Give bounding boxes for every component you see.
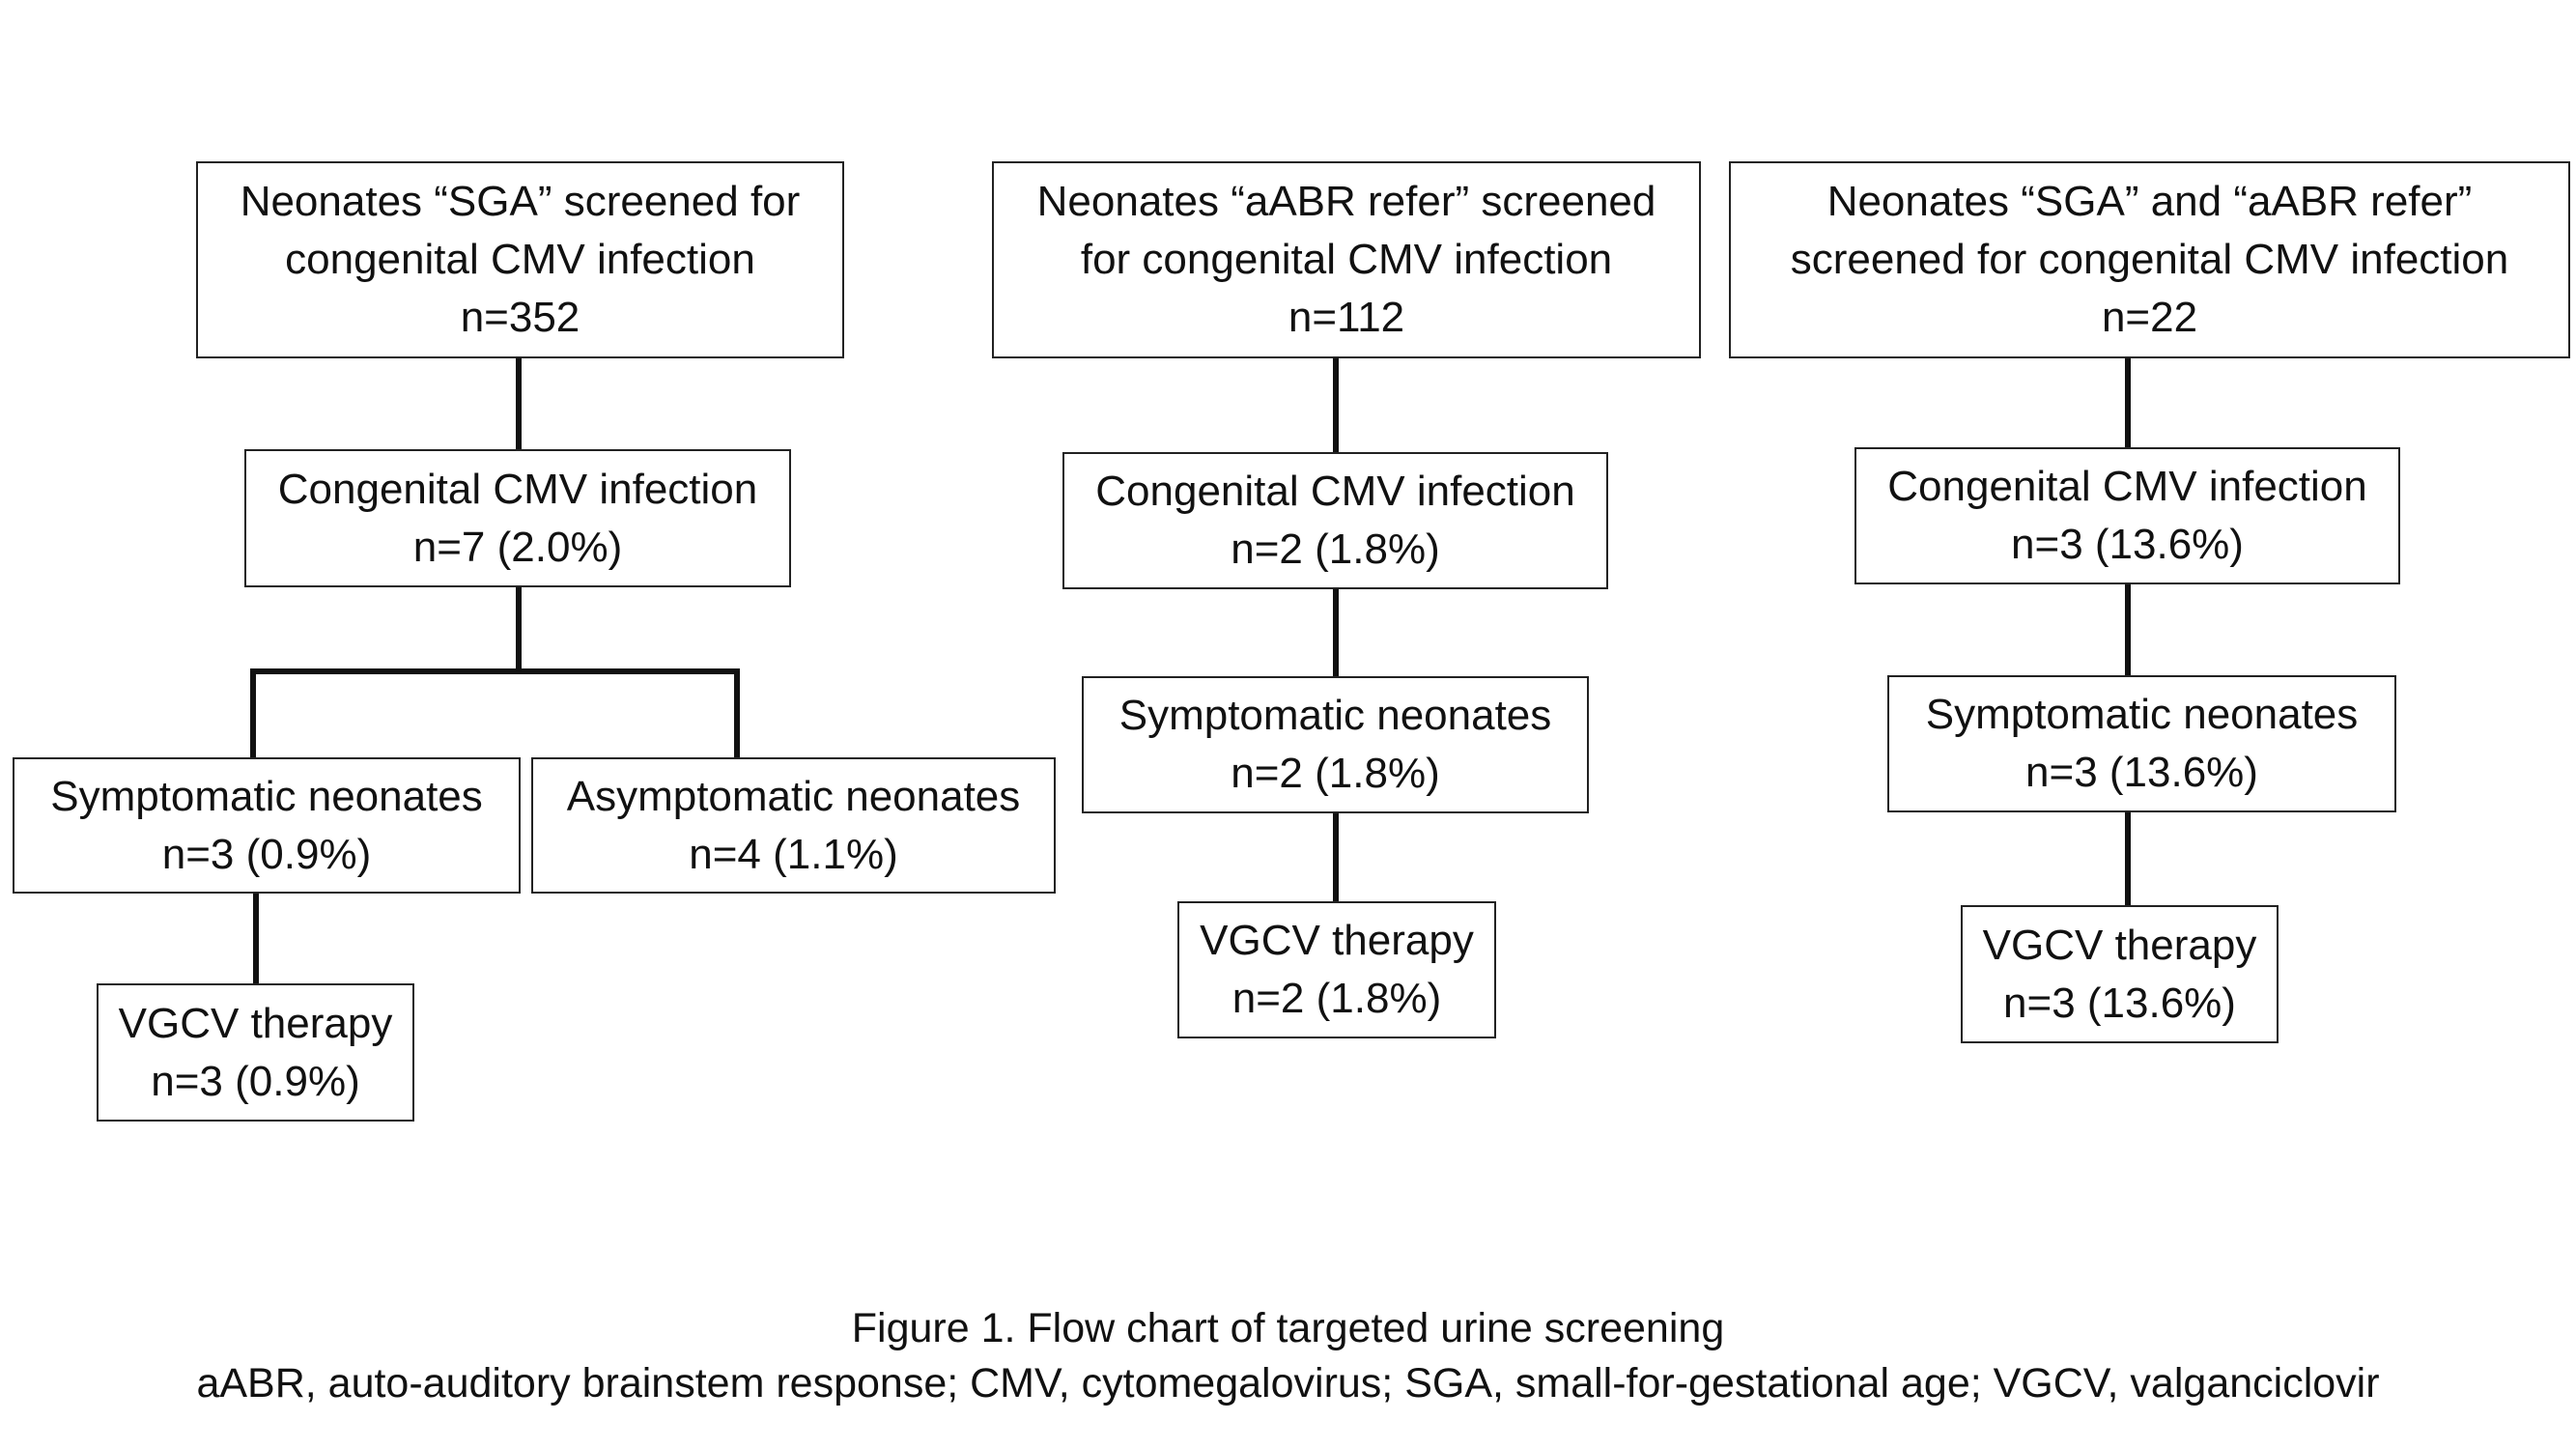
connector	[516, 358, 522, 449]
sga-aabr-infection-label: Congenital CMV infection	[1887, 463, 2367, 510]
sga-screened-line-2: congenital CMV infection	[285, 236, 755, 283]
sga-infection-box: Congenital CMV infection n=7 (2.0%)	[244, 449, 791, 587]
aabr-infection-count: n=2 (1.8%)	[1231, 526, 1440, 573]
sga-aabr-symptomatic-box: Symptomatic neonates n=3 (13.6%)	[1887, 675, 2396, 812]
sga-aabr-screened-box: Neonates “SGA” and “aABR refer” screened…	[1729, 161, 2570, 358]
aabr-symptomatic-box: Symptomatic neonates n=2 (1.8%)	[1082, 676, 1589, 813]
figure-caption-title: Figure 1. Flow chart of targeted urine s…	[851, 1305, 1725, 1351]
sga-aabr-therapy-box: VGCV therapy n=3 (13.6%)	[1961, 905, 2279, 1043]
aabr-screened-box: Neonates “aABR refer” screened for conge…	[992, 161, 1701, 358]
aabr-therapy-label: VGCV therapy	[1200, 917, 1474, 964]
sga-asymptomatic-label: Asymptomatic neonates	[566, 772, 1021, 820]
aabr-screened-line-2: for congenital CMV infection	[1080, 236, 1613, 283]
sga-aabr-therapy-count: n=3 (13.6%)	[2003, 979, 2236, 1027]
sga-screened-count: n=352	[460, 294, 580, 341]
aabr-symptomatic-count: n=2 (1.8%)	[1231, 750, 1440, 797]
sga-symptomatic-label: Symptomatic neonates	[50, 772, 483, 820]
aabr-infection-label: Congenital CMV infection	[1095, 468, 1575, 515]
sga-infection-count: n=7 (2.0%)	[412, 523, 623, 571]
connector	[1333, 589, 1339, 676]
branch-connector	[250, 668, 740, 674]
sga-aabr-symptomatic-count: n=3 (13.6%)	[2025, 749, 2258, 796]
sga-therapy-count: n=3 (0.9%)	[151, 1057, 360, 1105]
sga-aabr-infection-box: Congenital CMV infection n=3 (13.6%)	[1854, 447, 2400, 584]
sga-asymptomatic-count: n=4 (1.1%)	[689, 830, 898, 878]
connector	[516, 587, 522, 674]
connector	[1333, 358, 1339, 452]
sga-infection-label: Congenital CMV infection	[277, 465, 758, 513]
sga-aabr-screened-line-2: screened for congenital CMV infection	[1790, 236, 2509, 283]
aabr-screened-count: n=112	[1288, 294, 1405, 341]
sga-screened-box: Neonates “SGA” screened for congenital C…	[196, 161, 844, 358]
aabr-symptomatic-label: Symptomatic neonates	[1118, 692, 1552, 739]
sga-aabr-infection-count: n=3 (13.6%)	[2011, 521, 2244, 568]
connector	[250, 668, 256, 757]
sga-screened-line-1: Neonates “SGA” screened for	[240, 178, 801, 225]
sga-aabr-therapy-label: VGCV therapy	[1982, 921, 2257, 969]
connector	[2125, 358, 2131, 447]
aabr-therapy-count: n=2 (1.8%)	[1231, 975, 1442, 1022]
sga-symptomatic-box: Symptomatic neonates n=3 (0.9%)	[13, 757, 521, 894]
connector	[2125, 584, 2131, 675]
connector	[253, 894, 259, 983]
sga-aabr-screened-count: n=22	[2101, 294, 2198, 341]
connector	[1333, 813, 1339, 901]
connector	[734, 668, 740, 757]
sga-asymptomatic-box: Asymptomatic neonates n=4 (1.1%)	[531, 757, 1056, 894]
connector	[2125, 812, 2131, 905]
sga-therapy-box: VGCV therapy n=3 (0.9%)	[97, 983, 414, 1122]
sga-symptomatic-count: n=3 (0.9%)	[161, 830, 372, 878]
aabr-screened-line-1: Neonates “aABR refer” screened	[1036, 178, 1656, 225]
sga-therapy-label: VGCV therapy	[118, 999, 393, 1047]
figure-caption-abbreviations: aABR, auto-auditory brainstem response; …	[196, 1360, 2380, 1406]
aabr-infection-box: Congenital CMV infection n=2 (1.8%)	[1062, 452, 1608, 589]
aabr-therapy-box: VGCV therapy n=2 (1.8%)	[1177, 901, 1496, 1038]
sga-aabr-screened-line-1: Neonates “SGA” and “aABR refer”	[1826, 178, 2473, 225]
sga-aabr-symptomatic-label: Symptomatic neonates	[1925, 691, 2359, 738]
